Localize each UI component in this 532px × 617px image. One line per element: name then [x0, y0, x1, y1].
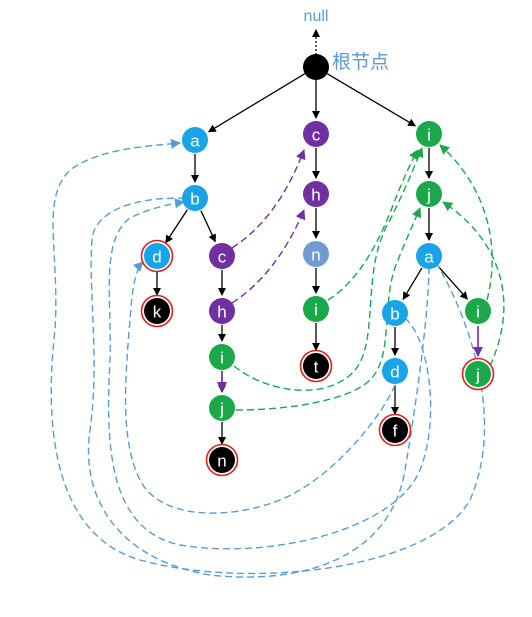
node-label: d: [152, 248, 161, 267]
fail-b1-to-a1: [87, 193, 430, 578]
fail-c2-to-c3: [231, 149, 306, 249]
node-circle: [382, 358, 408, 384]
node-label: b: [190, 190, 199, 209]
node-label: c: [218, 248, 227, 267]
node-circle: [209, 344, 235, 370]
node-circle: [303, 353, 329, 379]
node-circle: [303, 121, 329, 147]
node-circle: [144, 243, 170, 269]
node-j2: j: [209, 395, 235, 421]
node-circle: [209, 395, 235, 421]
node-circle: [465, 298, 491, 324]
node-label: n: [311, 246, 320, 265]
node-label: j: [426, 186, 431, 205]
node-n3: n: [303, 241, 329, 267]
fail-i2-to-i4: [233, 147, 424, 391]
node-circle: [303, 181, 329, 207]
node-label: h: [217, 303, 226, 322]
edge-a4-b4: [402, 267, 423, 301]
edge-root-a1: [207, 73, 306, 133]
node-label: j: [475, 366, 480, 385]
node-circle: [209, 243, 235, 269]
node-label: a: [190, 132, 200, 151]
node-b4: b: [382, 300, 408, 326]
null-label: null: [304, 8, 329, 25]
node-d4: d: [382, 358, 408, 384]
node-a4: a: [416, 243, 442, 269]
node-circle: [382, 417, 408, 443]
node-label: i: [314, 301, 318, 320]
node-label: j: [219, 400, 224, 419]
node-circle: [182, 127, 208, 153]
node-label: i: [476, 303, 480, 322]
node-label: i: [220, 349, 224, 368]
node-i3: i: [303, 296, 329, 322]
failure-links: [50, 138, 505, 578]
node-i5: i: [465, 298, 491, 324]
node-label: i: [427, 126, 431, 145]
node-circle: [144, 298, 170, 324]
node-label: f: [393, 422, 398, 441]
node-circle: [465, 361, 491, 387]
edge-root-i4: [326, 73, 417, 127]
node-h3: h: [303, 181, 329, 207]
node-circle: [416, 181, 442, 207]
node-k1: k: [140, 294, 174, 328]
root-label: 根节点: [332, 51, 389, 73]
node-j5: j: [461, 357, 495, 391]
fail-i3-to-i4: [327, 149, 419, 301]
tree-edges: [153, 73, 483, 445]
node-circle: [209, 447, 235, 473]
node-c2: c: [209, 243, 235, 269]
node-label: d: [390, 363, 399, 382]
fail-b4-to-b1: [107, 198, 432, 550]
fail-a4-to-a1: [50, 138, 486, 575]
node-label: k: [153, 303, 162, 322]
node-i4: i: [416, 121, 442, 147]
edge-a4-i5: [437, 266, 469, 300]
node-label: t: [314, 358, 319, 377]
edge-b1-d1: [165, 209, 188, 244]
node-circle: [416, 121, 442, 147]
node-c3: c: [303, 121, 329, 147]
tree-nodes: a b d k c h i j n c h n i t i j a b d f i j: [140, 121, 495, 477]
fail-h2-to-h3: [231, 209, 306, 304]
node-label: h: [311, 186, 320, 205]
node-a1: a: [182, 127, 208, 153]
node-circle: [182, 185, 208, 211]
node-label: a: [424, 248, 434, 267]
fail-i5-to-i4: [439, 144, 493, 301]
fail-d4-to-d1: [124, 261, 396, 514]
node-n2: n: [205, 443, 239, 477]
node-d1: d: [140, 239, 174, 273]
node-circle: [382, 300, 408, 326]
fail-j5-to-j4: [442, 201, 505, 367]
node-t3: t: [299, 349, 333, 383]
root-node: [303, 54, 329, 80]
node-h2: h: [209, 298, 235, 324]
node-circle: [416, 243, 442, 269]
fail-j2-to-j4: [235, 207, 422, 411]
node-label: n: [217, 452, 226, 471]
node-label: b: [390, 305, 399, 324]
node-circle: [209, 298, 235, 324]
node-circle: [303, 241, 329, 267]
node-label: c: [312, 126, 321, 145]
node-f4: f: [378, 413, 412, 447]
edge-b1-c2: [200, 210, 216, 243]
node-b1: b: [182, 185, 208, 211]
node-i2: i: [209, 344, 235, 370]
node-circle: [303, 296, 329, 322]
node-j4: j: [416, 181, 442, 207]
